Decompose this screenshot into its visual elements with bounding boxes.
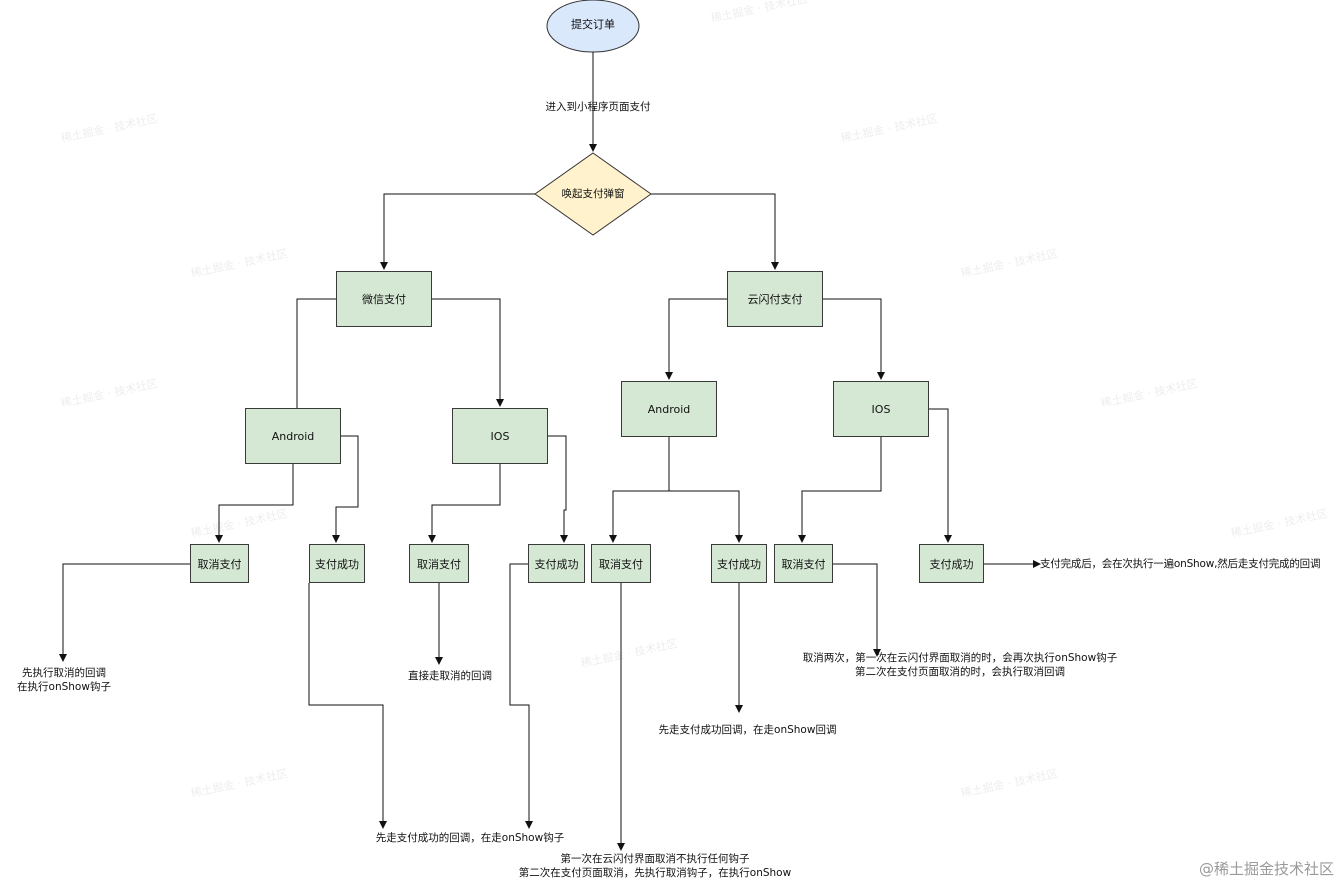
note-unionpay-android-cancel-line1: 第一次在云闪付界面取消不执行任何钩子 bbox=[560, 853, 750, 865]
edge-up-ios-to-success bbox=[929, 408, 952, 543]
unionpay-node: 云闪付支付 bbox=[727, 271, 823, 327]
edge-wechat-to-ios bbox=[432, 298, 504, 407]
note-unionpay-ios-cancel-line1: 取消两次，第一次在云闪付界面取消的时，会再次执行onShow钩子 bbox=[802, 652, 1118, 664]
edge-up-android-to-success bbox=[669, 490, 743, 543]
note-wechat-android-cancel-line1: 先执行取消的回调 bbox=[22, 667, 106, 679]
start-node-label: 提交订单 bbox=[571, 18, 615, 31]
edge-wechat-to-android bbox=[296, 298, 336, 408]
decision-node-label: 唤起支付弹窗 bbox=[561, 188, 625, 200]
note-unionpay-ios-cancel-line2: 第二次在支付页面取消的时，会执行取消回调 bbox=[855, 666, 1065, 678]
edge-unionpay-to-android bbox=[665, 298, 727, 380]
edge-wx-android-to-success bbox=[332, 435, 359, 543]
decision-diamond-shape bbox=[534, 152, 652, 236]
unionpay-ios-success-node: 支付成功 bbox=[919, 544, 984, 583]
note-wechat-success: 先走支付成功的回调，在走onShow钩子 bbox=[375, 832, 565, 844]
note-unionpay-android-cancel-line2: 第二次在支付页面取消，先执行取消钩子，在执行onShow bbox=[518, 867, 792, 879]
wechat-ios-cancel-node: 取消支付 bbox=[409, 544, 469, 583]
wechat-android-success-node: 支付成功 bbox=[309, 544, 365, 583]
edge-wx-android-to-cancel bbox=[215, 464, 294, 543]
edge-up-ios-cancel-note bbox=[833, 563, 881, 657]
edge-decision-to-unionpay bbox=[651, 193, 779, 270]
note-unionpay-ios-success: 支付完成后，会在次执行一遍onShow,然后走支付完成的回调 bbox=[1040, 558, 1321, 570]
unionpay-android-node: Android bbox=[621, 381, 717, 437]
unionpay-ios-cancel-node: 取消支付 bbox=[774, 544, 833, 583]
edge-decision-to-wechat bbox=[380, 193, 535, 270]
edge-unionpay-to-ios bbox=[823, 298, 885, 380]
edge-wx-ios-to-success bbox=[548, 435, 568, 543]
edge-wx-android-success-note bbox=[308, 583, 387, 829]
edge-up-ios-to-cancel bbox=[798, 437, 882, 543]
edge-wx-android-cancel-note bbox=[59, 563, 190, 662]
edge-wx-ios-to-cancel bbox=[428, 464, 501, 543]
wechat-android-node: Android bbox=[245, 408, 341, 464]
note-wechat-ios-cancel: 直接走取消的回调 bbox=[408, 670, 492, 682]
edge-wx-ios-success-note bbox=[509, 563, 533, 829]
edge-up-android-to-cancel bbox=[609, 437, 670, 543]
unionpay-android-cancel-node: 取消支付 bbox=[591, 544, 651, 583]
wechat-android-cancel-node: 取消支付 bbox=[190, 544, 249, 583]
unionpay-android-success-node: 支付成功 bbox=[711, 544, 767, 583]
note-wechat-android-cancel-line2: 在执行onShow钩子 bbox=[17, 681, 111, 693]
unionpay-ios-node: IOS bbox=[833, 381, 929, 437]
wechat-ios-success-node: 支付成功 bbox=[528, 544, 585, 583]
note-unionpay-android-success: 先走支付成功回调，在走onShow回调 bbox=[658, 724, 837, 736]
edge-label-enter: 进入到小程序页面支付 bbox=[545, 101, 651, 113]
wechat-ios-node: IOS bbox=[452, 408, 548, 464]
wechat-pay-node: 微信支付 bbox=[336, 271, 432, 327]
site-watermark: @稀土掘金技术社区 bbox=[1198, 860, 1334, 878]
